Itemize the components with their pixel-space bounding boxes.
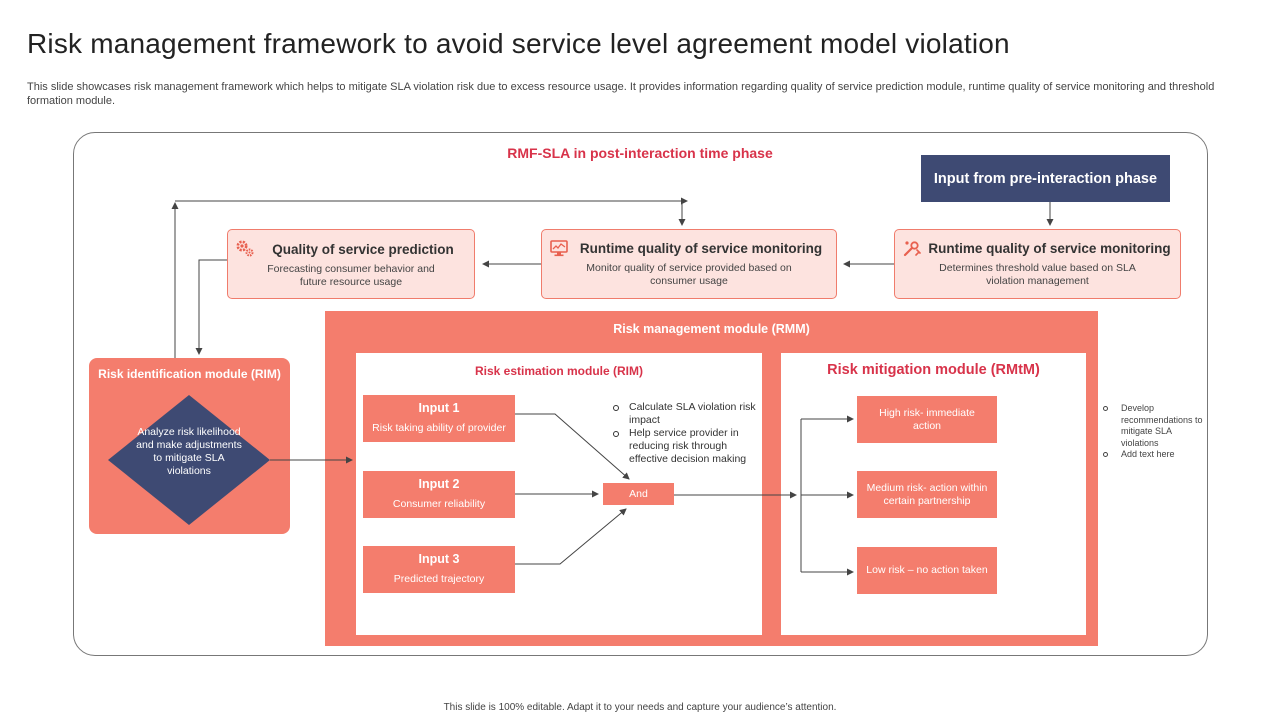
input-pre-interaction-box: Input from pre-interaction phase <box>921 155 1170 202</box>
input-3-box: Input 3 Predicted trajectory <box>363 546 515 593</box>
input-3-title: Input 3 <box>418 552 460 566</box>
high-risk-box: High risk- immediate action <box>857 396 997 443</box>
page-subtitle: This slide showcases risk management fra… <box>27 81 1215 107</box>
side-notes: Develop recommendations to mitigate SLA … <box>1103 403 1203 461</box>
threshold-box: Runtime quality of service monitoring De… <box>894 229 1181 299</box>
input-1-box: Input 1 Risk taking ability of provider <box>363 395 515 442</box>
monitor-icon <box>550 240 568 257</box>
side-note: Add text here <box>1103 449 1203 461</box>
input-2-title: Input 2 <box>418 477 460 491</box>
quality-prediction-box: Quality of service prediction Forecastin… <box>227 229 475 299</box>
framework-frame <box>73 132 1208 656</box>
input-3-desc: Predicted trajectory <box>393 573 485 585</box>
runtime-monitoring-box: Runtime quality of service monitoring Mo… <box>541 229 837 299</box>
diamond-text: Analyze risk likelihood and make adjustm… <box>136 426 242 477</box>
page-title: Risk management framework to avoid servi… <box>27 28 1010 59</box>
estimation-bullets: Calculate SLA violation risk impact Help… <box>612 401 762 466</box>
quality-prediction-desc: Forecasting consumer behavior and future… <box>267 263 435 288</box>
footer-note: This slide is 100% editable. Adapt it to… <box>443 702 837 713</box>
analysis-diamond <box>108 395 270 525</box>
threshold-title: Runtime quality of service monitoring <box>928 241 1171 256</box>
and-gate: And <box>603 483 674 505</box>
medium-risk-box: Medium risk- action within certain partn… <box>857 471 997 518</box>
input-1-title: Input 1 <box>418 401 460 415</box>
low-risk-box: Low risk – no action taken <box>857 547 997 594</box>
quality-prediction-title: Quality of service prediction <box>272 242 454 257</box>
input-2-box: Input 2 Consumer reliability <box>363 471 515 518</box>
input-1-desc: Risk taking ability of provider <box>372 422 506 434</box>
runtime-monitoring-title: Runtime quality of service monitoring <box>579 241 823 256</box>
tools-icon <box>903 241 921 257</box>
frame-title: RMF-SLA in post-interaction time phase <box>507 145 773 161</box>
side-note: Develop recommendations to mitigate SLA … <box>1103 403 1203 449</box>
risk-management-title: Risk management module (RMM) <box>613 322 810 336</box>
threshold-desc: Determines threshold value based on SLA … <box>939 262 1136 287</box>
input-2-desc: Consumer reliability <box>392 498 486 510</box>
runtime-monitoring-desc: Monitor quality of service provided base… <box>586 262 792 287</box>
estimation-bullet: Help service provider in reducing risk t… <box>612 427 762 466</box>
estimation-bullet: Calculate SLA violation risk impact <box>612 401 762 427</box>
risk-mitigation-title: Risk mitigation module (RMtM) <box>827 362 1040 378</box>
risk-identification-title: Risk identification module (RIM) <box>98 367 281 381</box>
gears-icon <box>236 240 254 257</box>
risk-estimation-title: Risk estimation module (RIM) <box>474 364 644 378</box>
